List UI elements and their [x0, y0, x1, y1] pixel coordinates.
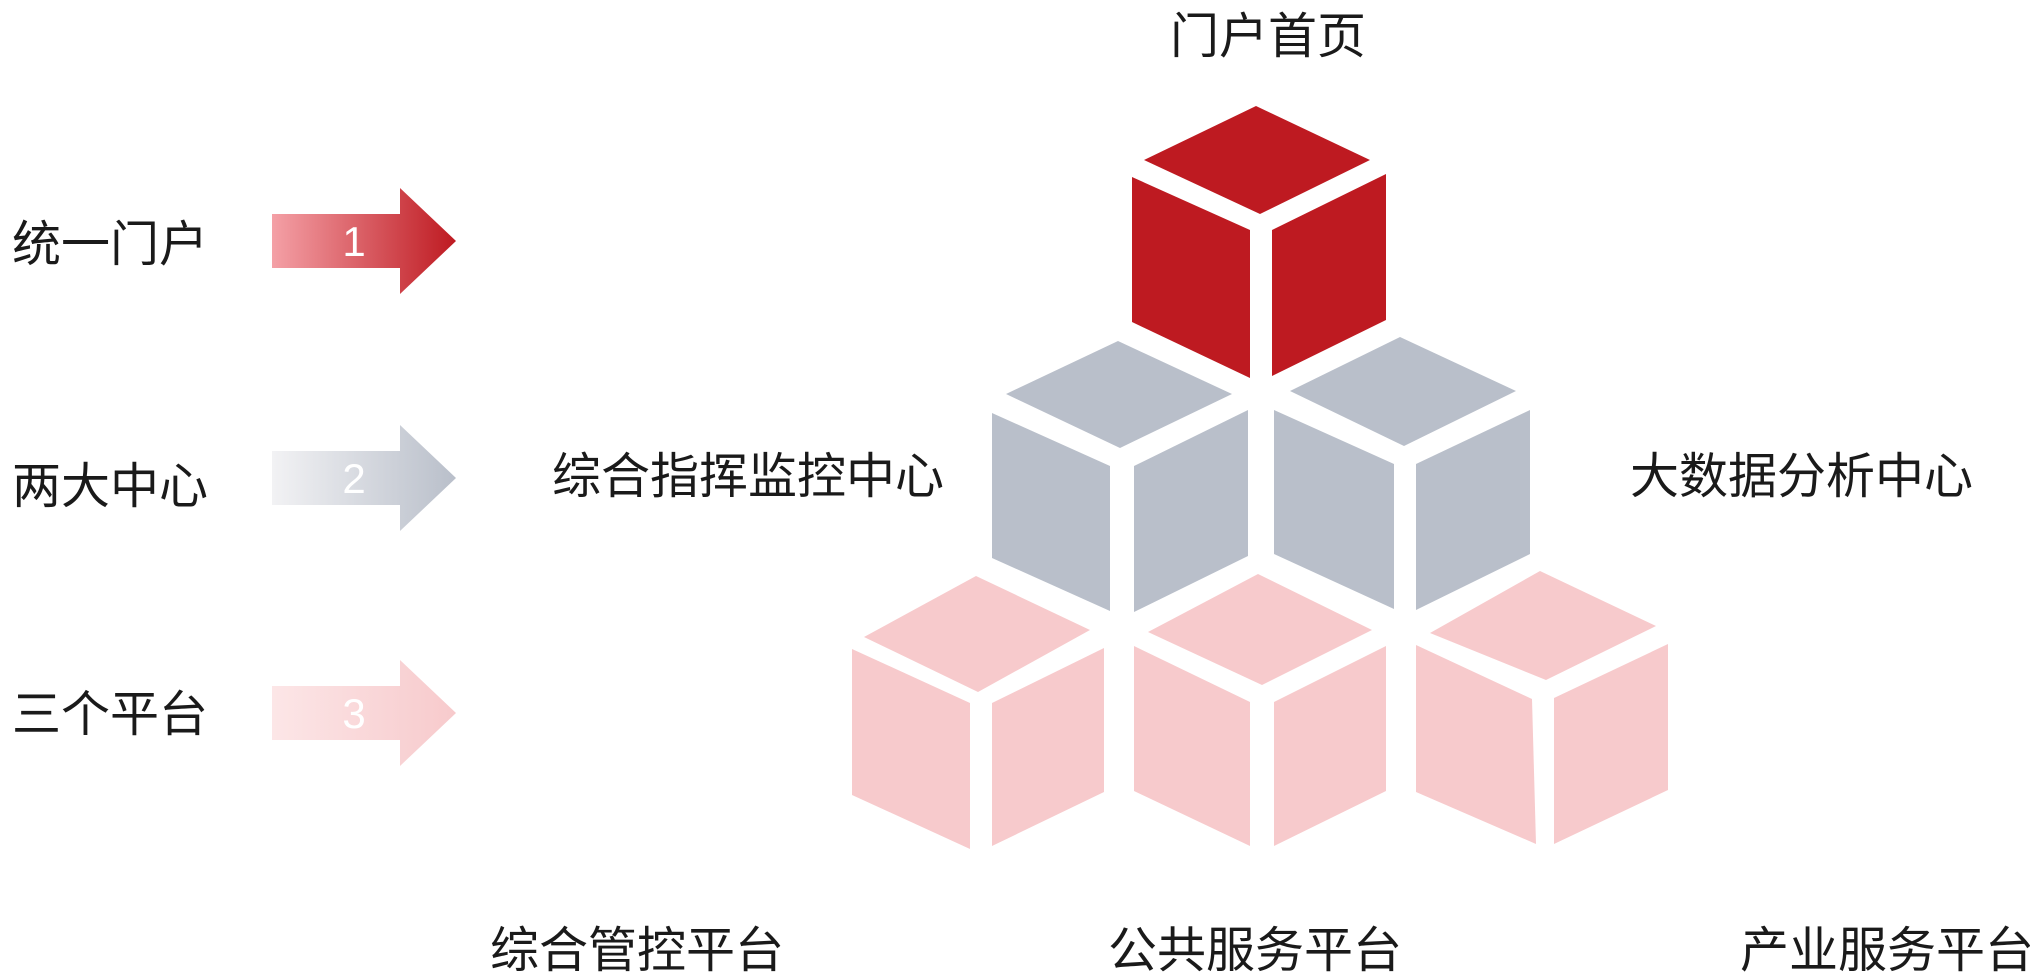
arrow-1-shape — [272, 188, 456, 294]
top-cube-top — [1144, 106, 1370, 214]
bottom-cube-2-top — [1148, 574, 1372, 685]
bottom-cube-3-left — [1416, 645, 1536, 844]
bottom-cube-2-left — [1134, 646, 1250, 846]
bottom-cube-3 — [1416, 571, 1668, 844]
bottom-cube-1 — [852, 576, 1104, 849]
left-label-three-platforms: 三个平台 — [12, 686, 209, 743]
label-portal-homepage: 门户首页 — [1170, 8, 1367, 65]
bottom-cube-1-left — [852, 649, 970, 849]
arrow-3-shape — [272, 660, 456, 766]
arrow-3-number: 3 — [342, 690, 365, 737]
middle-cube-1-right — [1134, 410, 1248, 612]
bottom-cube-3-right — [1554, 644, 1668, 844]
bottom-cube-2-right — [1274, 646, 1386, 846]
bottom-cube-1-top — [864, 576, 1090, 692]
arrow-1-number: 1 — [342, 218, 365, 265]
arrow-2-number: 2 — [342, 455, 365, 502]
middle-cube-1-left — [992, 413, 1110, 611]
arrow-3: 3 — [272, 660, 457, 766]
arrow-1: 1 — [272, 188, 457, 294]
bottom-cube-1-right — [992, 648, 1104, 846]
top-cube-right — [1272, 174, 1386, 376]
top-cube-left — [1132, 177, 1250, 378]
label-command-monitoring-center: 综合指挥监控中心 — [552, 448, 945, 505]
label-integrated-control-platform: 综合管控平台 — [490, 922, 785, 979]
bottom-cube-2 — [1134, 574, 1386, 846]
middle-cube-2-left — [1274, 410, 1394, 609]
label-public-service-platform: 公共服务平台 — [1108, 922, 1403, 979]
label-industry-service-platform: 产业服务平台 — [1740, 922, 2030, 979]
middle-cube-2-right — [1416, 410, 1530, 610]
arrow-2-shape — [272, 425, 456, 531]
bottom-cube-3-top — [1430, 571, 1656, 680]
label-big-data-analysis-center: 大数据分析中心 — [1630, 448, 1974, 505]
middle-cube-1-top — [1006, 341, 1232, 448]
left-label-unified-portal: 统一门户 — [12, 216, 209, 273]
top-cube — [1132, 106, 1386, 378]
middle-cube-2 — [1274, 337, 1530, 610]
middle-cube-1 — [992, 341, 1248, 612]
middle-cube-2-top — [1290, 337, 1516, 446]
left-label-two-centers: 两大中心 — [12, 458, 209, 515]
arrow-2: 2 — [272, 425, 457, 531]
